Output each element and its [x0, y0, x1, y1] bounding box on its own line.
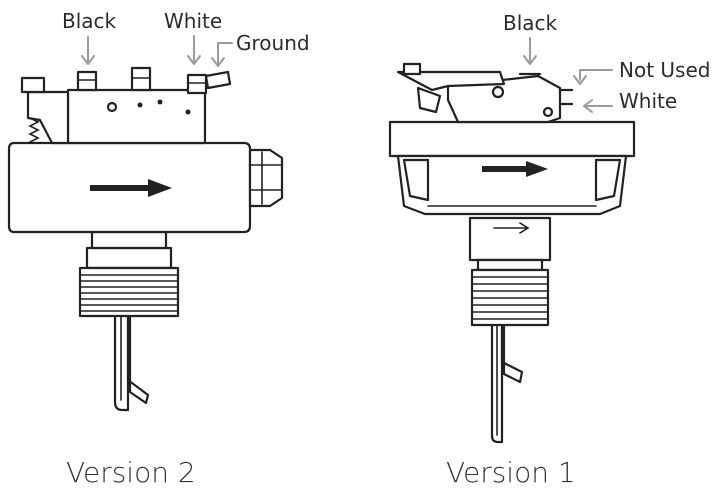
v1-label-black: Black	[503, 11, 558, 35]
v2-label-ground: Ground	[236, 31, 310, 55]
v1-label-white: White	[619, 89, 677, 113]
v2-housing	[7, 141, 284, 234]
v1-caption: Version 1	[446, 456, 576, 489]
v2-terminal-center	[130, 66, 152, 92]
v1-microswitch	[396, 62, 574, 124]
v2-terminal-white	[186, 73, 208, 95]
v2-caption: Version 2	[66, 456, 196, 489]
v1-callout-not-used-arrow	[573, 69, 613, 85]
v2-callout-ground-arrow	[211, 42, 233, 67]
v2-callout-white-arrow	[187, 35, 201, 65]
v1-callout-black-arrow	[523, 37, 537, 65]
version-1-switch: Black Not Used White Version 1	[388, 11, 710, 489]
version-2-switch: Black White Ground Version 2	[7, 9, 310, 489]
v2-microswitch	[20, 66, 232, 145]
v1-label-not-used: Not Used	[619, 58, 710, 82]
v2-threaded-fitting	[78, 230, 180, 318]
v1-threaded-fitting	[468, 216, 552, 327]
v1-housing	[388, 120, 636, 216]
v2-callout-black-arrow	[81, 36, 95, 65]
v2-terminal-ground	[204, 70, 232, 90]
v1-paddle	[490, 318, 524, 444]
v2-label-white: White	[164, 9, 222, 33]
v2-terminal-black	[76, 70, 98, 92]
v2-label-black: Black	[62, 9, 117, 33]
v1-callout-white-arrow	[583, 99, 613, 113]
